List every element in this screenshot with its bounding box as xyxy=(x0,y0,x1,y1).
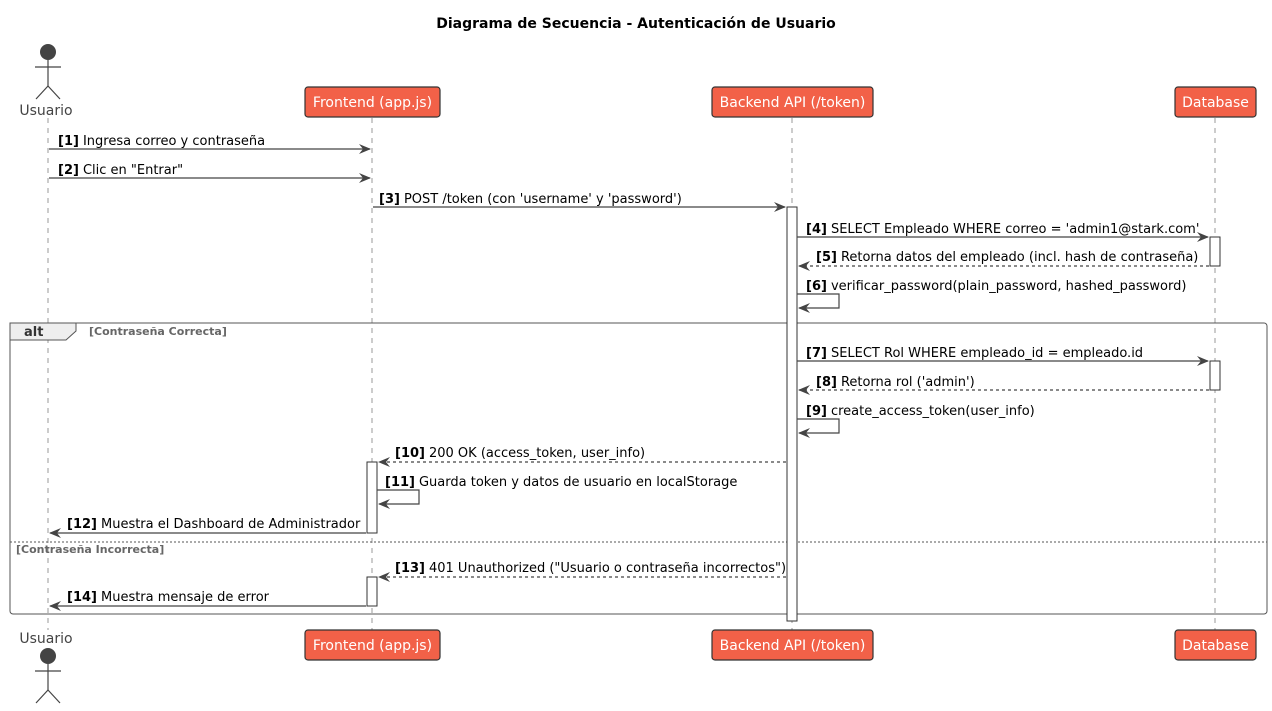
participant-label-database: Database xyxy=(1182,95,1249,111)
participant-frontend-bottom: Frontend (app.js) xyxy=(304,629,441,661)
svg-text:[13]401 Unauthorized ("Usuario: [13] 401 Unauthorized ("Usuario o contras… xyxy=(395,561,786,576)
svg-text:[10]200 OK (access_token, user: [10] 200 OK (access_token, user_info) xyxy=(395,446,645,461)
message-label: Muestra el Dashboard de Administrador xyxy=(101,517,361,532)
message-label: SELECT Rol WHERE empleado_id = empleado.… xyxy=(831,346,1143,361)
actor-usuario-top: Usuario xyxy=(19,44,73,119)
message-label: Clic en "Entrar" xyxy=(83,163,183,178)
svg-text:[3]POST /token (con 'username': [3] POST /token (con 'username' y 'passwo… xyxy=(379,192,682,207)
participant-backend-top: Backend API (/token) xyxy=(711,86,874,118)
svg-text:[9]create_access_token(user_in: [9] create_access_token(user_info) xyxy=(806,404,1035,419)
actor-label-usuario: Usuario xyxy=(19,631,72,647)
participant-label-frontend: Frontend (app.js) xyxy=(313,95,432,111)
message-13: [13] 401 Unauthorized ("Usuario o contras… xyxy=(378,561,786,582)
message-label: Guarda token y datos de usuario en local… xyxy=(419,475,737,490)
message-number: [13] xyxy=(395,561,425,576)
actor-head-icon xyxy=(40,648,56,664)
svg-text:[6]verificar_password(plain_pa: [6] verificar_password(plain_password, ha… xyxy=(806,279,1186,294)
message-label: Retorna datos del empleado (incl. hash d… xyxy=(841,250,1198,265)
message-7: [7] SELECT Rol WHERE empleado_id = emplea… xyxy=(797,346,1209,366)
message-number: [8] xyxy=(816,375,837,390)
participant-frontend-top: Frontend (app.js) xyxy=(304,86,441,118)
participant-database-top: Database xyxy=(1174,86,1257,118)
svg-text:[14]Muestra mensaje de error: [14] Muestra mensaje de error xyxy=(67,590,270,605)
activation-database-2 xyxy=(1209,360,1221,391)
message-number: [11] xyxy=(385,475,415,490)
actor-label-usuario: Usuario xyxy=(19,103,72,119)
message-number: [4] xyxy=(806,222,827,237)
message-12: [12] Muestra el Dashboard de Administrado… xyxy=(49,517,366,538)
message-label: create_access_token(user_info) xyxy=(831,404,1035,419)
participant-database-bottom: Database xyxy=(1174,629,1257,661)
message-number: [6] xyxy=(806,279,827,294)
activation-backend xyxy=(786,206,798,622)
participant-label-backend: Backend API (/token) xyxy=(720,638,866,654)
svg-text:[1]Ingresa correo y contraseña: [1] Ingresa correo y contraseña xyxy=(58,134,265,149)
actor-head-icon xyxy=(40,44,56,60)
message-3: [3] POST /token (con 'username' y 'passwo… xyxy=(373,192,786,212)
message-number: [3] xyxy=(379,192,400,207)
message-2: [2] Clic en "Entrar" xyxy=(49,163,371,183)
svg-text:[12]Muestra el Dashboard de Ad: [12] Muestra el Dashboard de Administrado… xyxy=(67,517,361,532)
fragment-operator: alt xyxy=(24,325,43,340)
message-number: [2] xyxy=(58,163,79,178)
message-11: [11] Guarda token y datos de usuario en l… xyxy=(377,475,737,509)
message-label: Retorna rol ('admin') xyxy=(841,375,975,390)
message-4: [4] SELECT Empleado WHERE correo = 'admin… xyxy=(797,222,1209,242)
message-label: 401 Unauthorized ("Usuario o contraseña … xyxy=(429,561,786,576)
message-number: [12] xyxy=(67,517,97,532)
activation-frontend-1 xyxy=(366,461,378,534)
message-label: SELECT Empleado WHERE correo = 'admin1@s… xyxy=(831,222,1199,237)
message-9: [9] create_access_token(user_info) xyxy=(797,404,1035,438)
participant-backend-bottom: Backend API (/token) xyxy=(711,629,874,661)
activation-frontend-2 xyxy=(366,576,378,607)
guard-correct: [Contraseña Correcta] xyxy=(89,325,227,338)
message-8: [8] Retorna rol ('admin') xyxy=(798,375,1209,395)
message-number: [10] xyxy=(395,446,425,461)
participant-label-frontend: Frontend (app.js) xyxy=(313,638,432,654)
svg-text:[8]Retorna rol ('admin'): [8] Retorna rol ('admin') xyxy=(816,375,975,390)
alt-fragment: alt [Contraseña Correcta] [Contraseña In… xyxy=(9,322,1268,615)
participant-label-database: Database xyxy=(1182,638,1249,654)
message-label: Ingresa correo y contraseña xyxy=(83,134,265,149)
svg-text:[4]SELECT Empleado WHERE corre: [4] SELECT Empleado WHERE correo = 'admin… xyxy=(806,222,1199,237)
message-number: [7] xyxy=(806,346,827,361)
message-number: [14] xyxy=(67,590,97,605)
message-6: [6] verificar_password(plain_password, ha… xyxy=(797,279,1186,313)
svg-text:[5]Retorna datos del empleado: [5] Retorna datos del empleado (incl. has… xyxy=(816,250,1198,265)
message-number: [5] xyxy=(816,250,837,265)
message-label: 200 OK (access_token, user_info) xyxy=(429,446,645,461)
message-number: [1] xyxy=(58,134,79,149)
diagram-title: Diagrama de Secuencia - Autenticación de… xyxy=(436,16,836,32)
message-1: [1] Ingresa correo y contraseña xyxy=(49,134,371,154)
message-label: verificar_password(plain_password, hashe… xyxy=(831,279,1187,294)
participant-label-backend: Backend API (/token) xyxy=(720,95,866,111)
message-10: [10] 200 OK (access_token, user_info) xyxy=(378,446,786,467)
message-label: Muestra mensaje de error xyxy=(101,590,270,605)
message-14: [14] Muestra mensaje de error xyxy=(49,590,366,611)
actor-usuario-bottom: Usuario xyxy=(19,631,73,704)
message-5: [5] Retorna datos del empleado (incl. has… xyxy=(798,250,1209,271)
svg-text:[11]Guarda token y datos de us: [11] Guarda token y datos de usuario en l… xyxy=(385,475,737,490)
message-number: [9] xyxy=(806,404,827,419)
svg-text:[7]SELECT Rol WHERE empleado_i: [7] SELECT Rol WHERE empleado_id = emplea… xyxy=(806,346,1143,361)
activation-database-1 xyxy=(1209,236,1221,267)
message-label: POST /token (con 'username' y 'password'… xyxy=(404,192,682,207)
svg-text:[2]Clic en "Entrar": [2] Clic en "Entrar" xyxy=(58,163,183,178)
guard-incorrect: [Contraseña Incorrecta] xyxy=(16,543,164,556)
